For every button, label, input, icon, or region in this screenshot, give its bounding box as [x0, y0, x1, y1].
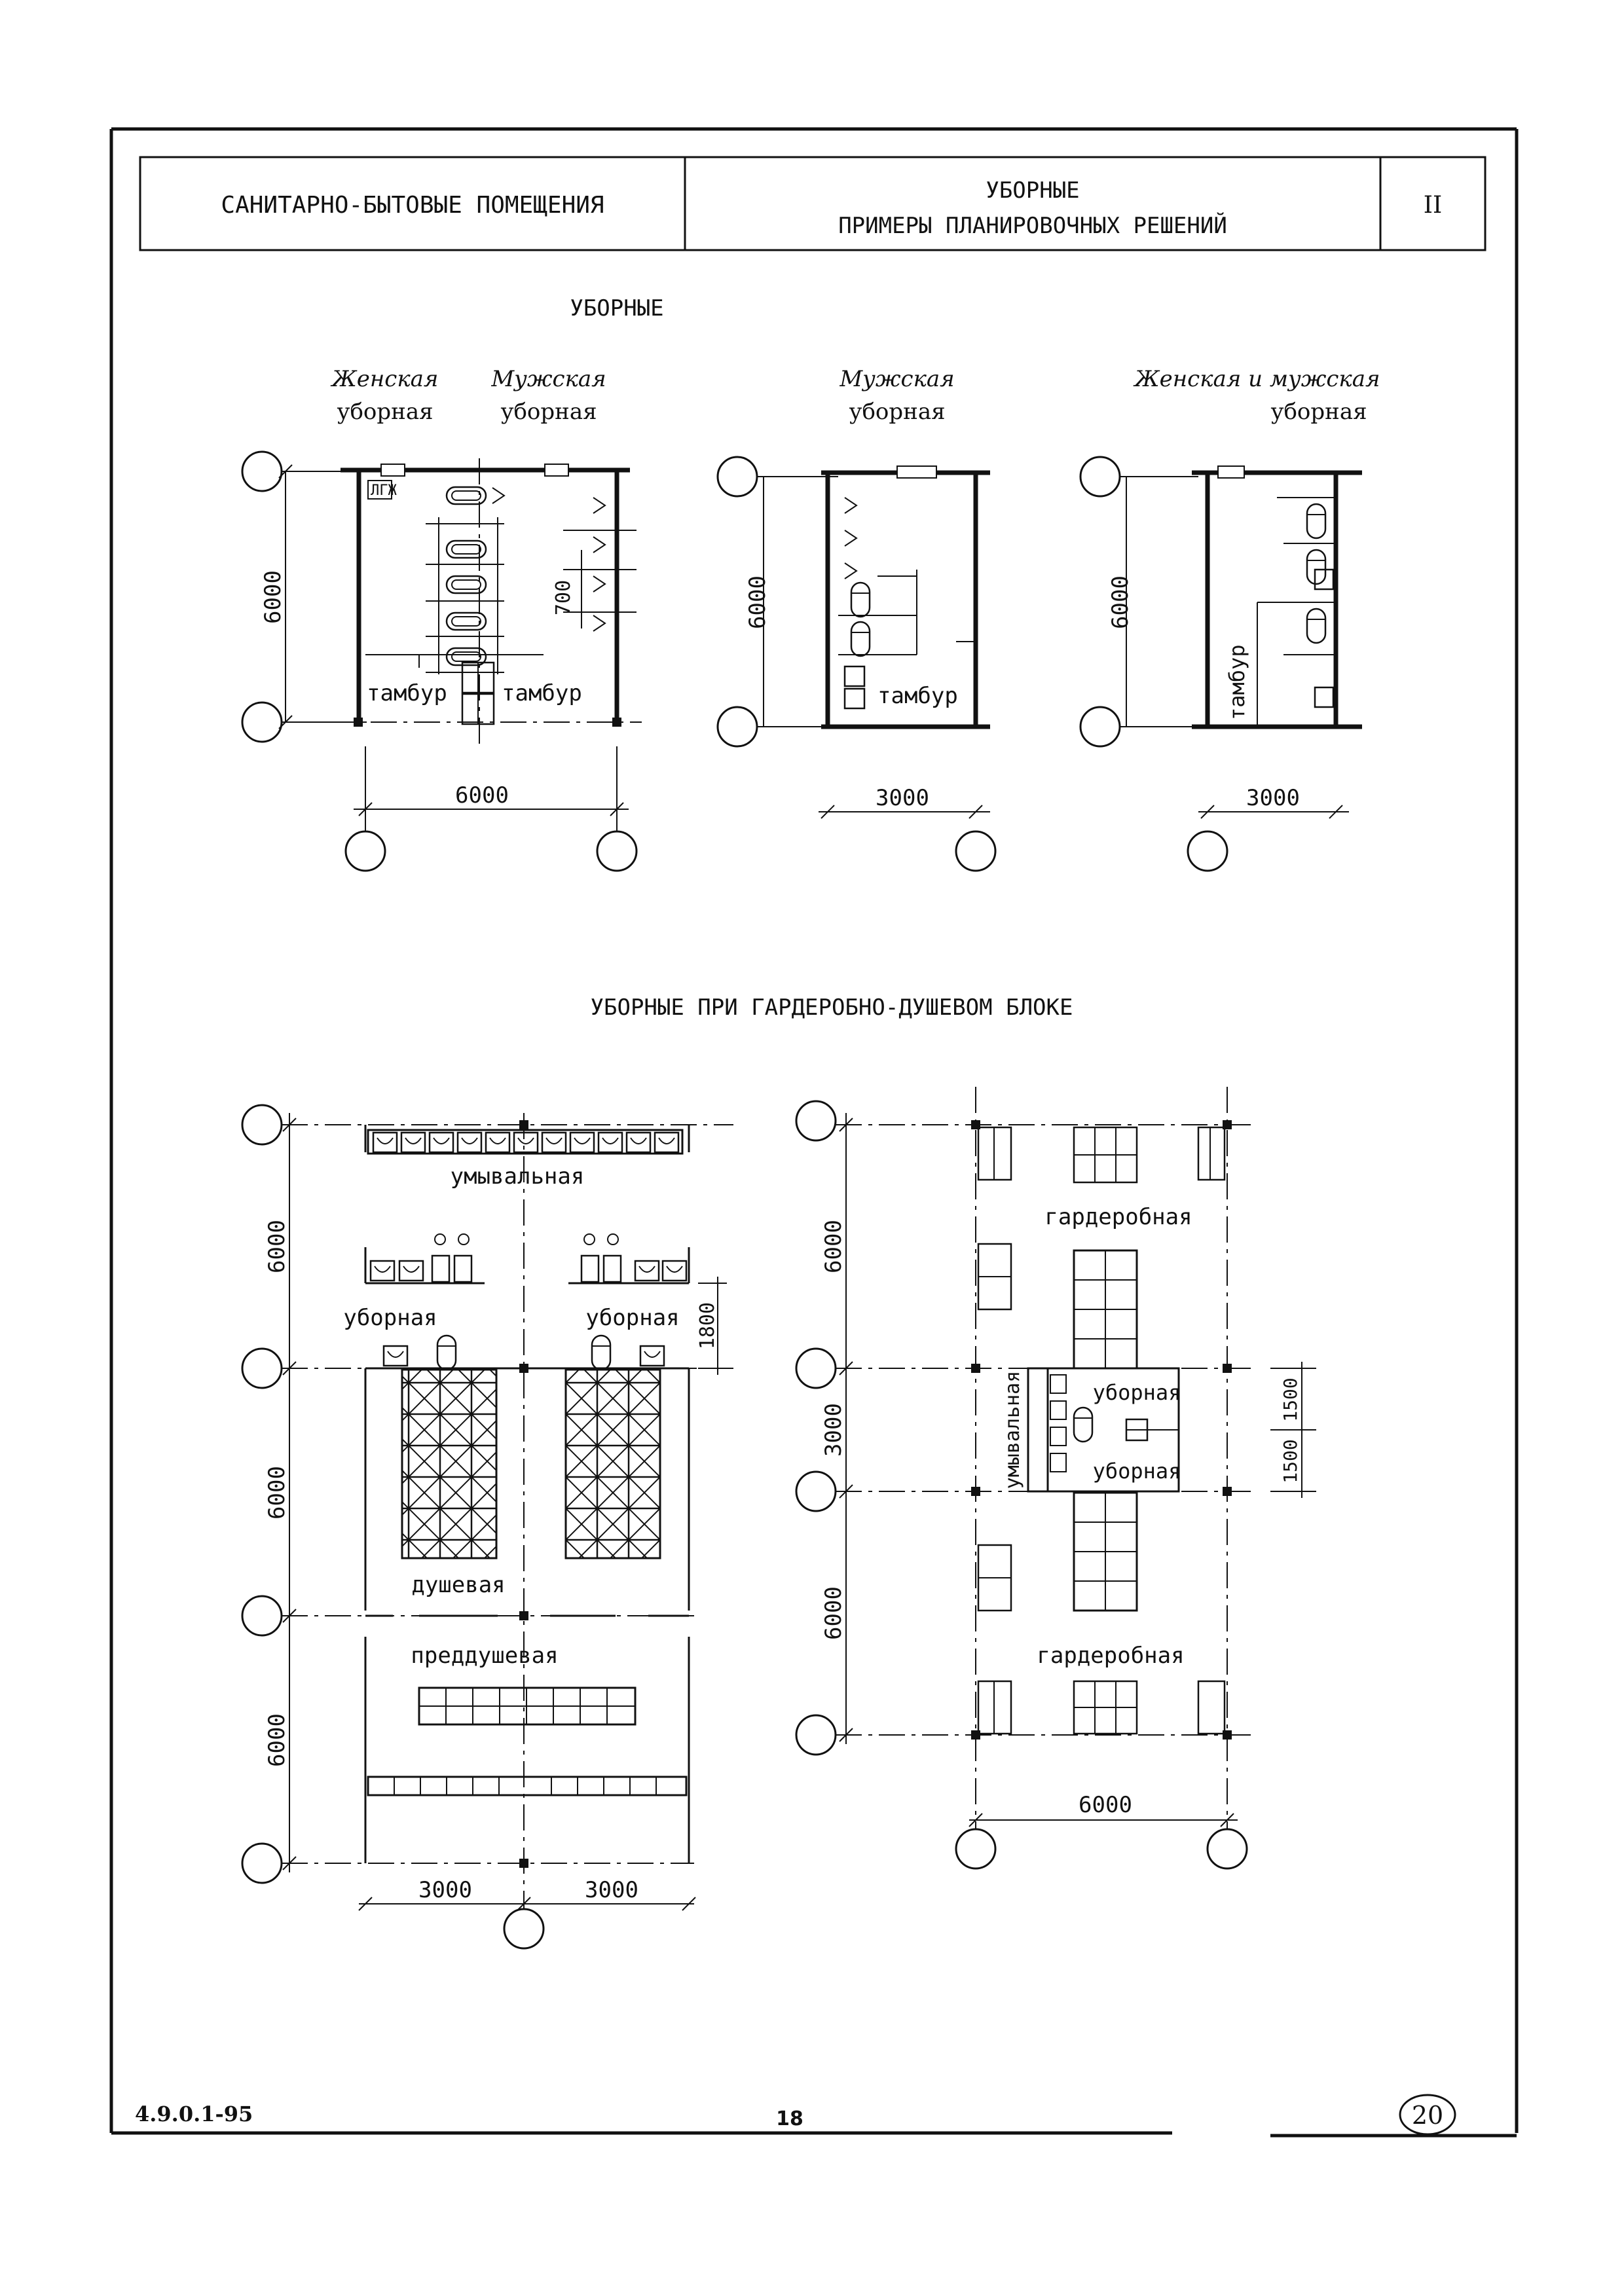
plan5-washroom-label: умывальная — [1001, 1371, 1024, 1489]
plan5-dim-h1: 6000 — [821, 1220, 847, 1273]
axis-marker — [1079, 706, 1121, 748]
plan-5-wardrobe-block: гардеробная уборная уборная умывальная г… — [795, 1087, 1316, 1870]
axis-marker — [241, 701, 283, 743]
plan1-dim-height: 6000 — [260, 570, 286, 624]
axis-marker — [241, 1347, 283, 1389]
plan4-preshower-label: преддушевая — [411, 1643, 558, 1669]
plan1-label-men: Мужская — [490, 366, 606, 392]
axis-marker — [241, 1842, 283, 1884]
axis-marker — [241, 1104, 283, 1146]
section2-title: УБОРНЫЕ ПРИ ГАРДЕРОБНО-ДУШЕВОМ БЛОКЕ — [591, 994, 1073, 1021]
plan2-dim-width: 3000 — [876, 785, 929, 811]
plan4-dim-1800: 1800 — [696, 1302, 719, 1349]
plan5-dim-width: 6000 — [1079, 1792, 1132, 1818]
axis-marker — [716, 456, 758, 498]
plan2-label: Мужская — [839, 366, 954, 392]
axis-marker — [1206, 1828, 1248, 1870]
plan5-wardrobe-bottom: гардеробная — [1037, 1643, 1184, 1669]
plan2-label-2: уборная — [849, 399, 945, 425]
plan3-label: Женская и мужская — [1132, 366, 1380, 392]
plan2-tambur: тамбур — [877, 683, 958, 709]
plan1-tambur-left: тамбур — [367, 680, 447, 706]
plan1-label-men-2: уборная — [500, 399, 597, 425]
plan5-dim-h2: 3000 — [821, 1403, 847, 1457]
page-number: 18 — [776, 2107, 803, 2130]
plan1-dim-width: 6000 — [455, 782, 509, 809]
plan3-dim-height: 6000 — [1107, 575, 1134, 629]
plan5-toilet-bottom: уборная — [1093, 1459, 1181, 1484]
plan1-tambur-right: тамбур — [502, 680, 582, 706]
page-stamp-number: 20 — [1412, 2101, 1443, 2130]
axis-marker — [795, 1100, 837, 1142]
axis-marker — [503, 1908, 545, 1950]
plan4-toilet-left: уборная — [343, 1305, 437, 1331]
plan-3-unisex-toilet: Женская и мужская уборная тамбур 6000 30… — [1079, 366, 1380, 872]
plan-2-mens-toilet: Мужская уборная тамбур 6000 3000 — [716, 366, 997, 872]
section1-title: УБОРНЫЕ — [570, 295, 663, 321]
plan4-dim-w2: 3000 — [585, 1877, 638, 1903]
plan4-washroom-label: умывальная — [451, 1163, 585, 1190]
plan1-label-women: Женская — [330, 366, 439, 392]
plan-1-toilets: Женская уборная Мужская уборная ЛГЖ — [241, 366, 642, 872]
header-left-title: САНИТАРНО-БЫТОВЫЕ ПОМЕЩЕНИЯ — [221, 192, 604, 219]
plan5-dim-1500a: 1500 — [1280, 1377, 1301, 1421]
plan4-toilet-right: уборная — [585, 1305, 679, 1331]
page-frame — [109, 127, 1519, 2138]
header-center-title: УБОРНЫЕ — [986, 177, 1079, 204]
plan5-dim-h3: 6000 — [821, 1586, 847, 1640]
axis-marker — [1079, 456, 1121, 498]
plan3-dim-width: 3000 — [1246, 785, 1300, 811]
document-code: 4.9.0.1-95 — [135, 2102, 253, 2126]
sheet-section-number: II — [1424, 192, 1442, 219]
axis-marker — [795, 1347, 837, 1389]
plan3-tambur: тамбур — [1225, 644, 1249, 720]
axis-marker — [795, 1470, 837, 1512]
plan4-dim-h2: 6000 — [264, 1466, 290, 1520]
plan4-dim-w1: 3000 — [418, 1877, 472, 1903]
header-center-subtitle: ПРИМЕРЫ ПЛАНИРОВОЧНЫХ РЕШЕНИЙ — [838, 212, 1227, 239]
plan4-dim-h1: 6000 — [264, 1220, 290, 1273]
axis-marker — [955, 1828, 997, 1870]
plan4-shower-label: душевая — [411, 1572, 505, 1598]
axis-marker — [241, 1595, 283, 1637]
plan-4-shower-block: умывальная уборная уборная душевая предд… — [241, 1104, 733, 1950]
plan2-dim-height: 6000 — [745, 575, 771, 629]
plan1-label-women-2: уборная — [337, 399, 433, 425]
axis-marker — [716, 706, 758, 748]
plan5-wardrobe-top: гардеробная — [1044, 1204, 1192, 1230]
axis-marker — [795, 1714, 837, 1756]
header-block: САНИТАРНО-БЫТОВЫЕ ПОМЕЩЕНИЯ УБОРНЫЕ ПРИМ… — [139, 156, 1486, 251]
plan1-dim-700: 700 — [552, 580, 575, 615]
axis-marker — [596, 830, 638, 872]
axis-marker — [955, 830, 997, 872]
axis-marker — [344, 830, 386, 872]
plan5-toilet-top: уборная — [1093, 1380, 1181, 1405]
page-stamp-circle — [1399, 2094, 1456, 2136]
plan4-dim-h3: 6000 — [264, 1713, 290, 1767]
axis-marker — [241, 450, 283, 492]
plan3-label-2: уборная — [1270, 399, 1367, 425]
lgzh-label: ЛГЖ — [371, 483, 397, 499]
plan5-dim-1500b: 1500 — [1280, 1439, 1301, 1483]
axis-marker — [1187, 830, 1228, 872]
